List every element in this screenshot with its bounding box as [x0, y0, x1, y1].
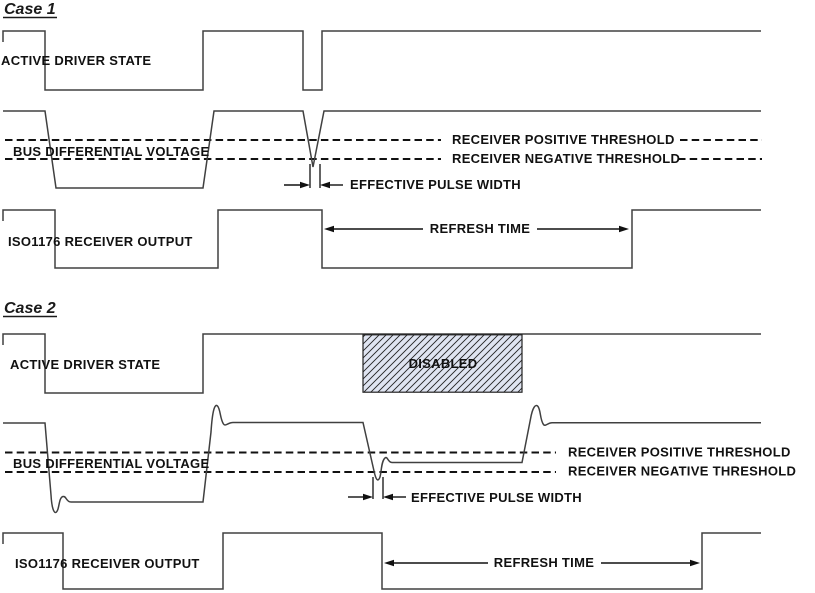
case1-negative-threshold-label: RECEIVER NEGATIVE THRESHOLD — [452, 151, 680, 166]
case1-driver-label: ACTIVE DRIVER STATE — [1, 53, 151, 68]
case2-bus-waveform — [3, 404, 761, 514]
case1-pulse-arrowhead-left-icon — [320, 181, 330, 189]
case1-refresh-arrowhead-right-icon — [619, 225, 629, 233]
case1-positive-threshold-label: RECEIVER POSITIVE THRESHOLD — [452, 132, 675, 147]
case2-disabled-label: DISABLED — [409, 356, 478, 371]
case1-bus-label: BUS DIFFERENTIAL VOLTAGE — [13, 144, 209, 159]
case2-title: Case 2 — [4, 300, 56, 317]
case1-panel: Case 1 ACTIVE DRIVER STATE RECEIVER POSI… — [1, 1, 762, 269]
case1-title: Case 1 — [4, 1, 56, 18]
case1-receiver-label: ISO1176 RECEIVER OUTPUT — [8, 234, 193, 249]
case2-driver-label: ACTIVE DRIVER STATE — [10, 357, 160, 372]
case2-pulse-arrowhead-right-icon — [363, 493, 373, 501]
case1-bus-waveform — [3, 110, 761, 189]
case2-panel: Case 2 ACTIVE DRIVER STATE DISABLED RECE… — [2, 300, 796, 590]
case1-receiver-waveform — [2, 209, 761, 269]
case1-refresh-arrowhead-left-icon — [324, 225, 334, 233]
case1-refresh-label: REFRESH TIME — [430, 221, 530, 236]
case1-pulse-arrowhead-right-icon — [300, 181, 310, 189]
case2-disabled-region — [362, 334, 523, 393]
case2-receiver-waveform — [2, 532, 761, 590]
case2-refresh-arrowhead-right-icon — [690, 559, 700, 567]
case2-negative-threshold-label: RECEIVER NEGATIVE THRESHOLD — [568, 464, 796, 479]
case2-positive-threshold-label: RECEIVER POSITIVE THRESHOLD — [568, 445, 791, 460]
case1-driver-waveform — [2, 30, 761, 91]
case2-receiver-label: ISO1176 RECEIVER OUTPUT — [15, 556, 200, 571]
case2-pulse-arrowhead-left-icon — [383, 493, 393, 501]
case1-pulse-width-label: EFFECTIVE PULSE WIDTH — [350, 177, 521, 192]
case2-bus-label: BUS DIFFERENTIAL VOLTAGE — [13, 456, 209, 471]
case2-driver-waveform — [2, 333, 761, 394]
case2-refresh-arrowhead-left-icon — [384, 559, 394, 567]
case2-pulse-width-label: EFFECTIVE PULSE WIDTH — [411, 490, 582, 505]
case2-refresh-label: REFRESH TIME — [494, 555, 594, 570]
